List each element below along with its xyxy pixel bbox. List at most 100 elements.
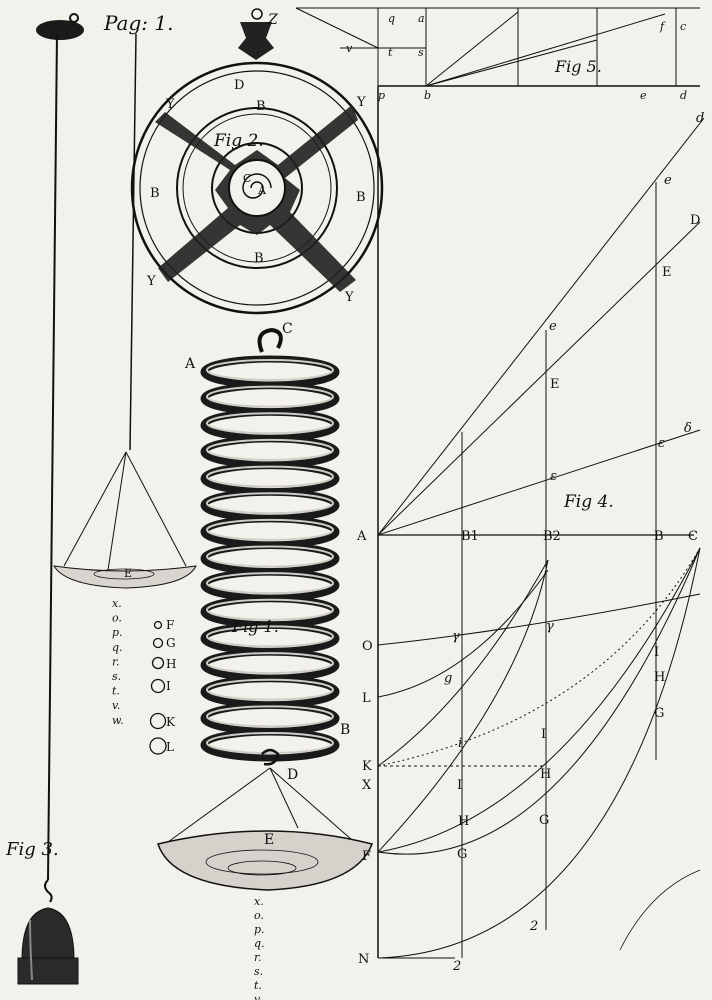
fig5-letter-3: t (388, 46, 393, 59)
fig4-diagram (377, 86, 705, 959)
plate-labels: Pag: 1. Z Fig 2. D B B B B C A Y Y Y Y F… (5, 11, 614, 860)
fig4-letter-8: ε (550, 469, 557, 484)
small-column-letter-7: v. (112, 699, 120, 712)
label-fig2-d: D (234, 78, 244, 93)
label-fig2-b-top: B (256, 99, 266, 114)
fig4-letter-0: d (696, 111, 704, 126)
fig4-letter-30: G (654, 706, 664, 721)
fig4-letter-28: I (654, 645, 659, 660)
fig3-small-pan (53, 33, 197, 589)
small-column-letter-4: r. (112, 655, 120, 668)
fig4-letter-24: H (458, 814, 469, 829)
fig4-letter-31: F (362, 849, 371, 864)
fig2-spring-wheel (130, 8, 384, 315)
fig4-letter-17: L (362, 691, 371, 706)
fig4-letter-11: B2 (543, 529, 561, 544)
label-fig1-d: D (287, 767, 298, 783)
circle-letter-0: F (166, 618, 174, 632)
label-fig2: Fig 2. (213, 131, 264, 151)
label-fig1-b: B (340, 722, 350, 738)
fig4-letter-23: I (457, 778, 462, 793)
small-column-letter-8: w. (112, 714, 124, 727)
fig5-letter-10: c (680, 20, 686, 33)
fig4-letter-29: H (654, 670, 665, 685)
large-column-letter-4: r. (254, 951, 262, 964)
small-column-letter-6: t. (112, 685, 120, 698)
fig4-letter-25: H (540, 767, 551, 782)
fig5-letter-8: d (680, 89, 687, 102)
fig4-letter-27: G (539, 813, 549, 828)
page-label: Pag: 1. (103, 11, 173, 35)
weight-circle-letters: FGHIKLMN (166, 0, 178, 754)
label-fig2-c: C (243, 172, 251, 185)
label-fig5: Fig 5. (554, 57, 602, 76)
fig1-helical-spring (200, 327, 340, 762)
fig4-letter-16: γ (546, 619, 554, 634)
fig4-letter-21: i (458, 736, 462, 751)
large-column-letter-3: q. (254, 937, 265, 950)
fig4-letter-9: A (356, 529, 367, 544)
fig5-letter-9: f (659, 20, 666, 33)
small-column-letter-2: p. (112, 626, 123, 639)
fig4-letter-14: O (362, 639, 373, 654)
fig3-hanging-weight (17, 13, 84, 985)
fig5-letter-7: e (640, 89, 647, 102)
fig5-letter-4: s (418, 46, 424, 59)
fig4-letter-15: γ (452, 629, 460, 644)
fig4-letter-34: 2 (452, 959, 461, 974)
label-fig1-c: C (282, 321, 293, 337)
label-fig2-b-right: B (356, 190, 366, 205)
fig1-large-pan (157, 748, 374, 891)
label-fig3-e: E (124, 567, 132, 580)
large-column-letter-0: x. (254, 895, 264, 908)
label-fig2-y-tl: Y (165, 97, 175, 112)
large-column-letter-1: o. (254, 909, 264, 922)
fig5-diagram (295, 7, 700, 87)
label-fig2-y-bl: Y (146, 274, 156, 289)
fig4-letter-19: K (362, 759, 372, 774)
circle-letter-2: H (166, 657, 176, 671)
label-fig2-a: A (257, 184, 267, 197)
small-column-letter-5: s. (112, 670, 121, 683)
fig4-letter-32: N (358, 952, 369, 967)
label-fig4: Fig 4. (563, 492, 614, 512)
circle-letter-7: N (166, 0, 177, 3)
fig5-letter-0: q (388, 12, 395, 25)
label-fig1-a: A (184, 356, 196, 372)
circle-letter-5: L (166, 740, 174, 754)
circle-letter-1: G (166, 636, 176, 650)
label-fig2-y-br: Y (344, 290, 354, 305)
label-fig1: Fig 1. (231, 617, 279, 636)
circle-letter-6: M (166, 0, 178, 3)
fig4-letter-12: B (654, 529, 664, 544)
fig4-letter-6: δ (684, 421, 692, 436)
large-column-letter-7: v. (254, 993, 262, 1000)
fig4-letter-3: E (662, 265, 672, 280)
small-column-letter-1: o. (112, 612, 122, 625)
fig4-letter-7: ε (658, 436, 665, 451)
label-z: Z (267, 12, 278, 28)
fig4-letter-2: D (690, 213, 700, 228)
small-column-letter-0: x. (112, 597, 122, 610)
label-fig2-b-bottom: B (254, 251, 264, 266)
fig4-letter-1: e (664, 173, 672, 188)
fig5-letter-5: p (378, 89, 385, 102)
label-fig2-y-tr: Y (356, 95, 366, 110)
fig4-letter-33: 2 (529, 919, 538, 934)
fig4-letter-26: G (457, 847, 467, 862)
fig4-letter-4: e (549, 319, 557, 334)
large-column-letter-6: t. (254, 979, 262, 992)
large-column-letter-2: p. (254, 923, 265, 936)
label-fig2-b-left: B (150, 186, 160, 201)
fig4-letter-5: E (550, 377, 560, 392)
fig5-letter-1: a (418, 12, 425, 25)
fig4-letter-18: g (444, 671, 452, 686)
letter-column-large: x.o.p.q.r.s.t.v.w. (254, 895, 265, 1000)
large-column-letter-5: s. (254, 965, 263, 978)
label-fig3: Fig 3. (5, 839, 59, 860)
fig5-letter-6: b (424, 89, 431, 102)
